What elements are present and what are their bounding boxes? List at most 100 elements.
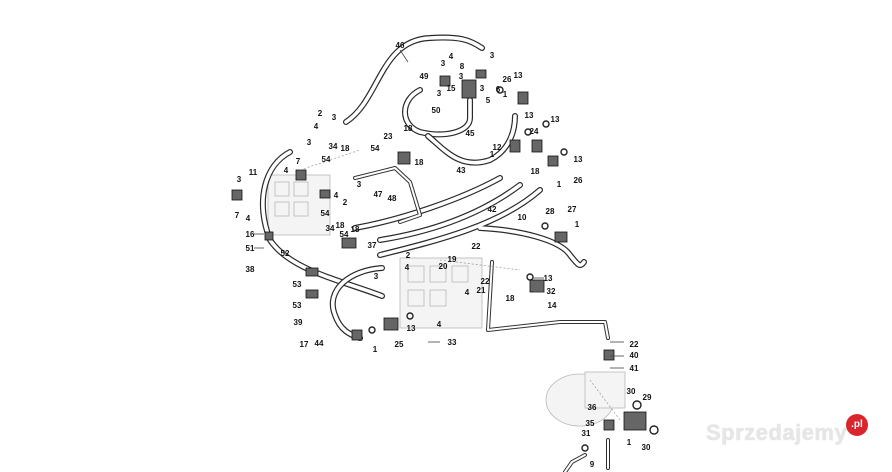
callout-11: 11 xyxy=(248,168,258,177)
valve-block-lower-right xyxy=(545,371,626,427)
callout-22: 22 xyxy=(629,340,639,349)
callout-14: 14 xyxy=(547,301,557,310)
callout-7: 7 xyxy=(295,157,301,166)
callout-49: 49 xyxy=(419,72,429,81)
callout-53: 53 xyxy=(292,301,302,310)
callout-54: 54 xyxy=(320,209,330,218)
hose-43 xyxy=(352,175,503,231)
hose-45 xyxy=(425,113,518,166)
callout-3: 3 xyxy=(440,59,446,68)
callout-4: 4 xyxy=(245,214,251,223)
hose-10 xyxy=(377,187,587,269)
callout-3: 3 xyxy=(331,113,337,122)
callout-54: 54 xyxy=(370,144,380,153)
callout-3: 3 xyxy=(306,138,312,147)
watermark-badge: .pl xyxy=(846,414,868,436)
tube-47-48 xyxy=(353,166,422,224)
callout-13: 13 xyxy=(513,71,523,80)
callout-21: 21 xyxy=(476,286,486,295)
callout-38: 38 xyxy=(245,265,255,274)
callout-4: 4 xyxy=(448,52,454,61)
callout-44: 44 xyxy=(314,339,324,348)
callout-28: 28 xyxy=(545,207,555,216)
callout-27: 27 xyxy=(567,205,577,214)
callout-54: 54 xyxy=(339,230,349,239)
callout-15: 15 xyxy=(446,84,456,93)
callout-43: 43 xyxy=(456,166,466,175)
callout-50: 50 xyxy=(431,106,441,115)
callout-18: 18 xyxy=(505,294,515,303)
hose-44 xyxy=(329,265,385,341)
callout-1: 1 xyxy=(556,180,562,189)
callout-8: 8 xyxy=(459,62,465,71)
callout-47: 47 xyxy=(373,190,383,199)
callout-13: 13 xyxy=(543,274,553,283)
callout-39: 39 xyxy=(293,318,303,327)
callout-54: 54 xyxy=(321,155,331,164)
callout-16: 16 xyxy=(245,230,255,239)
callout-1: 1 xyxy=(626,438,632,447)
callout-29: 29 xyxy=(642,393,652,402)
callout-40: 40 xyxy=(629,351,639,360)
callout-4: 4 xyxy=(436,320,442,329)
callout-31: 31 xyxy=(581,429,591,438)
callout-12: 12 xyxy=(492,143,502,152)
tube-9 xyxy=(563,438,610,472)
callout-2: 2 xyxy=(342,198,348,207)
callout-4: 4 xyxy=(404,263,410,272)
callout-4: 4 xyxy=(464,288,470,297)
callout-1: 1 xyxy=(574,220,580,229)
callout-51: 51 xyxy=(245,244,255,253)
hose-42 xyxy=(377,182,523,243)
callout-1: 1 xyxy=(372,345,378,354)
callout-26: 26 xyxy=(573,176,583,185)
callout-23: 23 xyxy=(383,132,393,141)
callout-22: 22 xyxy=(480,277,490,286)
callout-18: 18 xyxy=(530,167,540,176)
callout-22: 22 xyxy=(471,242,481,251)
callout-3: 3 xyxy=(479,84,485,93)
callout-1: 1 xyxy=(502,90,508,99)
callout-3: 3 xyxy=(236,175,242,184)
callout-13: 13 xyxy=(406,324,416,333)
callout-3: 3 xyxy=(436,89,442,98)
callout-53: 53 xyxy=(292,280,302,289)
callout-45: 45 xyxy=(465,129,475,138)
callout-9: 9 xyxy=(589,460,595,469)
callout-18: 18 xyxy=(414,158,424,167)
callout-26: 26 xyxy=(502,75,512,84)
callout-42: 42 xyxy=(487,205,497,214)
callout-1: 1 xyxy=(489,150,495,159)
callout-3: 3 xyxy=(458,72,464,81)
callout-2: 2 xyxy=(317,109,323,118)
callout-17: 17 xyxy=(299,340,309,349)
callout-13: 13 xyxy=(524,111,534,120)
callout-36: 36 xyxy=(587,403,597,412)
callout-19: 19 xyxy=(447,255,457,264)
callout-2: 2 xyxy=(405,251,411,260)
callout-6: 6 xyxy=(495,85,501,94)
callout-4: 4 xyxy=(333,191,339,200)
hose-46 xyxy=(343,34,485,125)
callout-20: 20 xyxy=(438,262,448,271)
callout-4: 4 xyxy=(283,166,289,175)
tube-14 xyxy=(486,260,610,340)
callout-4: 4 xyxy=(313,122,319,131)
fittings xyxy=(231,69,659,452)
callout-13: 13 xyxy=(550,115,560,124)
callout-13: 13 xyxy=(573,155,583,164)
callout-10: 10 xyxy=(517,213,527,222)
callout-41: 41 xyxy=(629,364,639,373)
callout-34: 34 xyxy=(328,142,338,151)
callout-3: 3 xyxy=(356,180,362,189)
callout-34: 34 xyxy=(325,224,335,233)
leader-lines xyxy=(254,49,624,421)
callout-18: 18 xyxy=(335,221,345,230)
hose-50 xyxy=(402,87,473,138)
callout-25: 25 xyxy=(394,340,404,349)
valve-block-left xyxy=(267,174,331,236)
callout-30: 30 xyxy=(641,443,651,452)
callout-18: 18 xyxy=(403,124,413,133)
